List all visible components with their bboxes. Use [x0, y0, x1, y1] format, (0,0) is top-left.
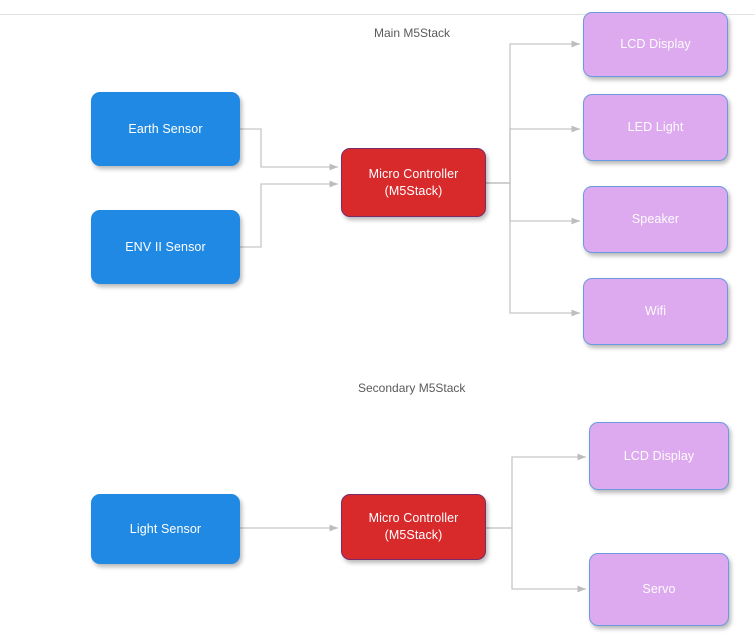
- node-secondary-micro-controller[interactable]: Micro Controller (M5Stack): [341, 494, 486, 560]
- wire-controller-to-led: [486, 125, 581, 184]
- node-label: LCD Display: [623, 448, 695, 463]
- node-env-ii-sensor[interactable]: ENV II Sensor: [91, 210, 240, 284]
- node-label: ENV II Sensor: [125, 239, 206, 254]
- node-secondary-lcd-display[interactable]: LCD Display: [589, 422, 729, 490]
- node-main-speaker[interactable]: Speaker: [583, 186, 728, 253]
- wire-controller-to-wifi: [486, 182, 581, 317]
- wire-earth-to-controller: [240, 128, 339, 171]
- node-label: Earth Sensor: [128, 121, 203, 136]
- wire-controller2-to-lcd: [486, 453, 587, 529]
- node-earth-sensor[interactable]: Earth Sensor: [91, 92, 240, 166]
- node-label: LCD Display: [620, 37, 691, 52]
- node-label: LED Light: [627, 120, 684, 135]
- node-label: Micro Controller (M5Stack): [368, 166, 459, 198]
- node-label: Wifi: [644, 304, 667, 319]
- node-label: Servo: [642, 582, 676, 597]
- wire-controller2-to-servo: [486, 527, 587, 593]
- node-label: Speaker: [631, 212, 680, 227]
- node-label: Micro Controller (M5Stack): [368, 511, 459, 542]
- node-light-sensor[interactable]: Light Sensor: [91, 494, 240, 564]
- node-secondary-servo[interactable]: Servo: [589, 553, 729, 626]
- top-divider-line: [0, 14, 755, 15]
- wire-controller-to-lcd: [486, 40, 581, 184]
- node-label: Light Sensor: [129, 521, 202, 536]
- wire-env-to-controller: [240, 180, 339, 248]
- node-main-led-light[interactable]: LED Light: [583, 94, 728, 161]
- node-main-micro-controller[interactable]: Micro Controller (M5Stack): [341, 148, 486, 217]
- node-main-wifi[interactable]: Wifi: [583, 278, 728, 345]
- wire-controller-to-speaker: [486, 182, 581, 225]
- section-title-main: Main M5Stack: [374, 26, 451, 40]
- section-title-secondary: Secondary M5Stack: [358, 381, 466, 395]
- node-main-lcd-display[interactable]: LCD Display: [583, 12, 728, 77]
